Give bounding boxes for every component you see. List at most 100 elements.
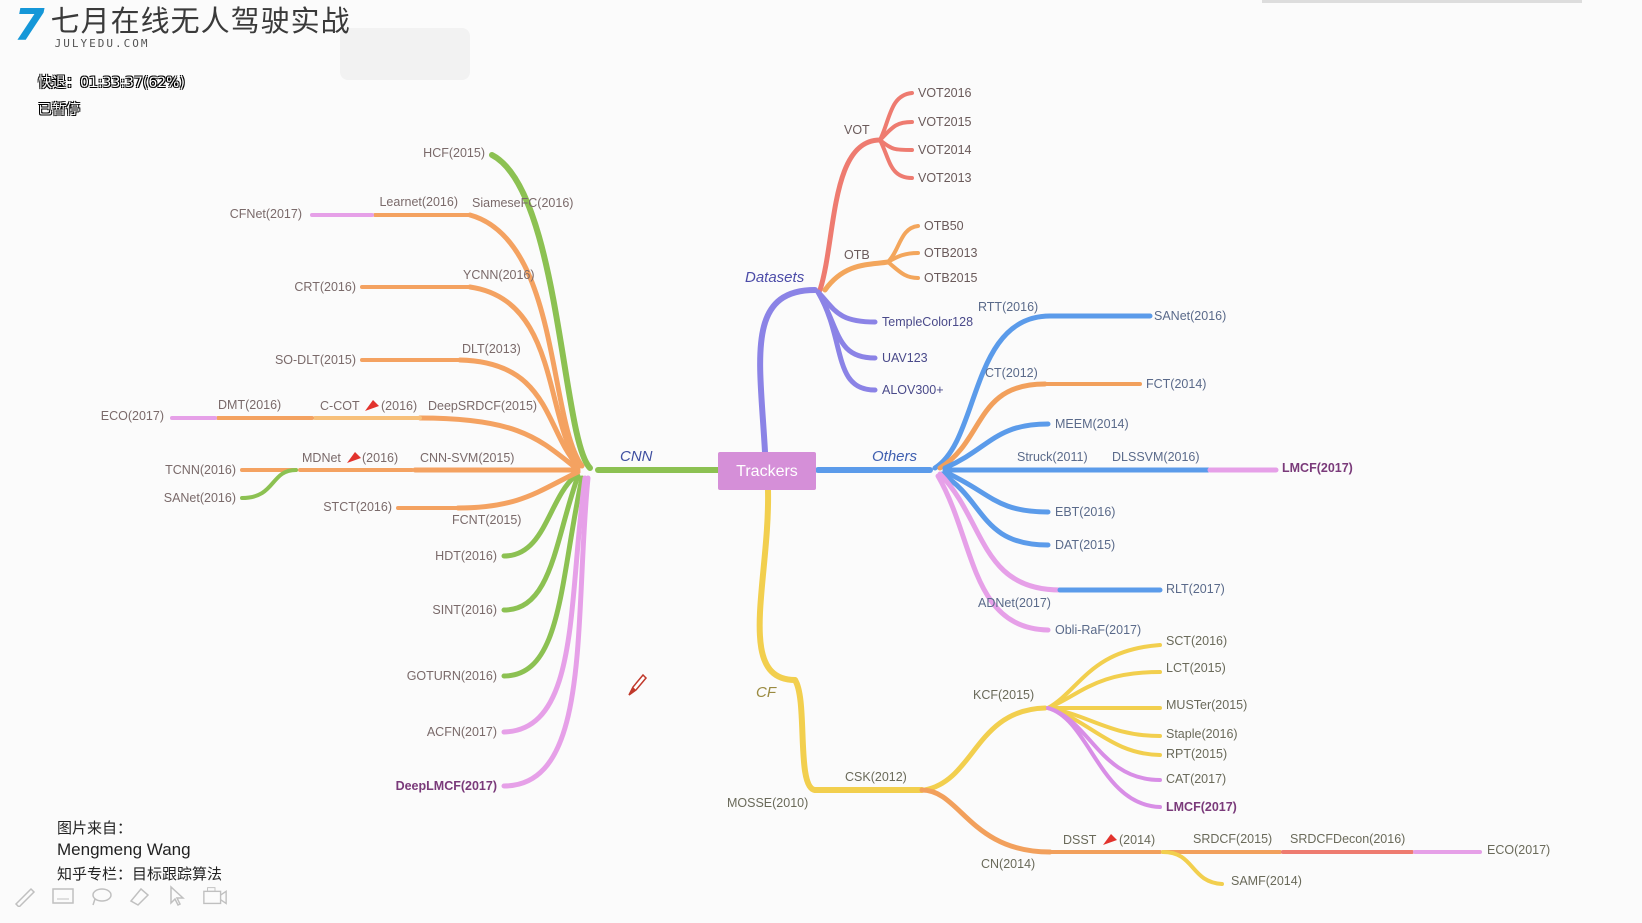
node-lct[interactable]: LCT(2015) [1166, 661, 1226, 675]
node-dsst-year[interactable]: (2014) [1119, 833, 1155, 847]
node-vot2013[interactable]: VOT2013 [918, 171, 972, 185]
node-ycnn[interactable]: YCNN(2016) [463, 268, 535, 282]
node-uav123[interactable]: UAV123 [882, 351, 928, 365]
node-srdcfdecon[interactable]: SRDCFDecon(2016) [1290, 832, 1405, 846]
node-lmcf-cf[interactable]: LMCF(2017) [1166, 800, 1237, 814]
node-sanet-others[interactable]: SANet(2016) [1154, 309, 1226, 323]
logo-mark: 7 [14, 0, 45, 51]
node-rpt[interactable]: RPT(2015) [1166, 747, 1227, 761]
node-ccot[interactable]: C-COT [320, 399, 360, 413]
node-vot2015[interactable]: VOT2015 [918, 115, 972, 129]
root-node[interactable]: Trackers [718, 452, 816, 490]
credit-author: Mengmeng Wang [57, 840, 191, 859]
branch-alov [815, 289, 878, 393]
branch-fcnt [455, 469, 581, 511]
node-lmcf-others[interactable]: LMCF(2017) [1282, 461, 1353, 475]
lasso-icon[interactable] [88, 884, 114, 908]
node-ebt[interactable]: EBT(2016) [1055, 505, 1115, 519]
node-staple[interactable]: Staple(2016) [1166, 727, 1238, 741]
node-stct[interactable]: STCT(2016) [323, 500, 392, 514]
marker-dsst-icon [1103, 834, 1117, 845]
node-adnet[interactable]: ADNet(2017) [978, 596, 1051, 610]
node-meem[interactable]: MEEM(2014) [1055, 417, 1129, 431]
node-mdnet[interactable]: MDNet [302, 451, 341, 465]
node-mdnet-year[interactable]: (2016) [362, 451, 398, 465]
branch-meem [942, 421, 1051, 471]
node-sodlt[interactable]: SO-DLT(2015) [275, 353, 356, 367]
node-cn[interactable]: CN(2014) [981, 857, 1035, 871]
node-obliraf[interactable]: Obli-RaF(2017) [1055, 623, 1141, 637]
datasets-label[interactable]: Datasets [745, 269, 805, 286]
node-vot2014[interactable]: VOT2014 [918, 143, 972, 157]
node-templecolor[interactable]: TempleColor128 [882, 315, 973, 329]
node-fct[interactable]: FCT(2014) [1146, 377, 1206, 391]
camera-icon[interactable] [202, 884, 228, 908]
node-eco-cnn[interactable]: ECO(2017) [101, 409, 164, 423]
cf-label[interactable]: CF [756, 684, 777, 701]
pen-cursor-icon [628, 673, 648, 696]
eraser-icon[interactable] [126, 884, 152, 908]
node-muster[interactable]: MUSTer(2015) [1166, 698, 1247, 712]
node-learnet[interactable]: Learnet(2016) [379, 195, 458, 209]
node-srdcf[interactable]: SRDCF(2015) [1193, 832, 1272, 846]
node-dmt[interactable]: DMT(2016) [218, 398, 281, 412]
node-tcnn[interactable]: TCNN(2016) [165, 463, 236, 477]
node-deeplmcf[interactable]: DeepLMCF(2017) [396, 779, 497, 793]
node-dlssvm[interactable]: DLSSVM(2016) [1112, 450, 1200, 464]
branch-otb2013 [886, 251, 920, 264]
node-csk[interactable]: CSK(2012) [845, 770, 907, 784]
branch-sint [501, 473, 581, 613]
branch-vot2015 [878, 120, 914, 142]
node-hcf[interactable]: HCF(2015) [423, 146, 485, 160]
branch-ebt [942, 469, 1051, 515]
annotation-toolbar [12, 884, 228, 908]
node-siamesefc[interactable]: SiameseFC(2016) [472, 196, 573, 210]
node-ct[interactable]: CT(2012) [985, 366, 1038, 380]
branch-deepsrdcf [417, 415, 579, 471]
node-otb[interactable]: OTB [844, 248, 870, 262]
node-deepsrdcf[interactable]: DeepSRDCF(2015) [428, 399, 537, 413]
node-rtt[interactable]: RTT(2016) [978, 300, 1038, 314]
node-vot2016[interactable]: VOT2016 [918, 86, 972, 100]
node-rlt[interactable]: RLT(2017) [1166, 582, 1225, 596]
node-fcnt[interactable]: FCNT(2015) [452, 513, 521, 527]
node-otb2013[interactable]: OTB2013 [924, 246, 978, 260]
node-goturn[interactable]: GOTURN(2016) [407, 669, 497, 683]
node-cfnet[interactable]: CFNet(2017) [230, 207, 302, 221]
node-eco-cf[interactable]: ECO(2017) [1487, 843, 1550, 857]
node-kcf[interactable]: KCF(2015) [973, 688, 1034, 702]
node-dlt[interactable]: DLT(2013) [462, 342, 521, 356]
node-cat[interactable]: CAT(2017) [1166, 772, 1226, 786]
node-dat[interactable]: DAT(2015) [1055, 538, 1115, 552]
node-sanet-cnn[interactable]: SANet(2016) [164, 491, 236, 505]
node-mosse[interactable]: MOSSE(2010) [727, 796, 808, 810]
cnn-label[interactable]: CNN [620, 448, 653, 465]
branch-lct [1046, 670, 1162, 710]
branch-hdt [501, 473, 578, 559]
pencil-icon[interactable] [12, 884, 38, 908]
node-sct[interactable]: SCT(2016) [1166, 634, 1227, 648]
node-otb50[interactable]: OTB50 [924, 219, 964, 233]
node-samf[interactable]: SAMF(2014) [1231, 874, 1302, 888]
node-cnnsvm[interactable]: CNN-SVM(2015) [420, 451, 514, 465]
node-struck[interactable]: Struck(2011) [1017, 450, 1088, 464]
branch-ct [937, 381, 1048, 471]
node-ccot-year[interactable]: (2016) [381, 399, 417, 413]
branch-kcf [922, 705, 1048, 793]
pointer-icon[interactable] [164, 884, 190, 908]
node-acfn[interactable]: ACFN(2017) [427, 725, 497, 739]
node-crt[interactable]: CRT(2016) [294, 280, 356, 294]
branch-goturn [501, 475, 585, 679]
others-label[interactable]: Others [872, 448, 918, 465]
branch-vot [817, 137, 883, 293]
root-label: Trackers [736, 463, 798, 480]
branch-sct [1046, 643, 1162, 710]
node-vot[interactable]: VOT [844, 123, 870, 137]
node-otb2015[interactable]: OTB2015 [924, 271, 978, 285]
node-hdt[interactable]: HDT(2016) [435, 549, 497, 563]
node-dsst[interactable]: DSST [1063, 833, 1097, 847]
credit-source: 知乎专栏：目标跟踪算法 [57, 865, 223, 883]
node-alov[interactable]: ALOV300+ [882, 383, 944, 397]
node-sint[interactable]: SINT(2016) [432, 603, 497, 617]
keyboard-icon[interactable] [50, 884, 76, 908]
